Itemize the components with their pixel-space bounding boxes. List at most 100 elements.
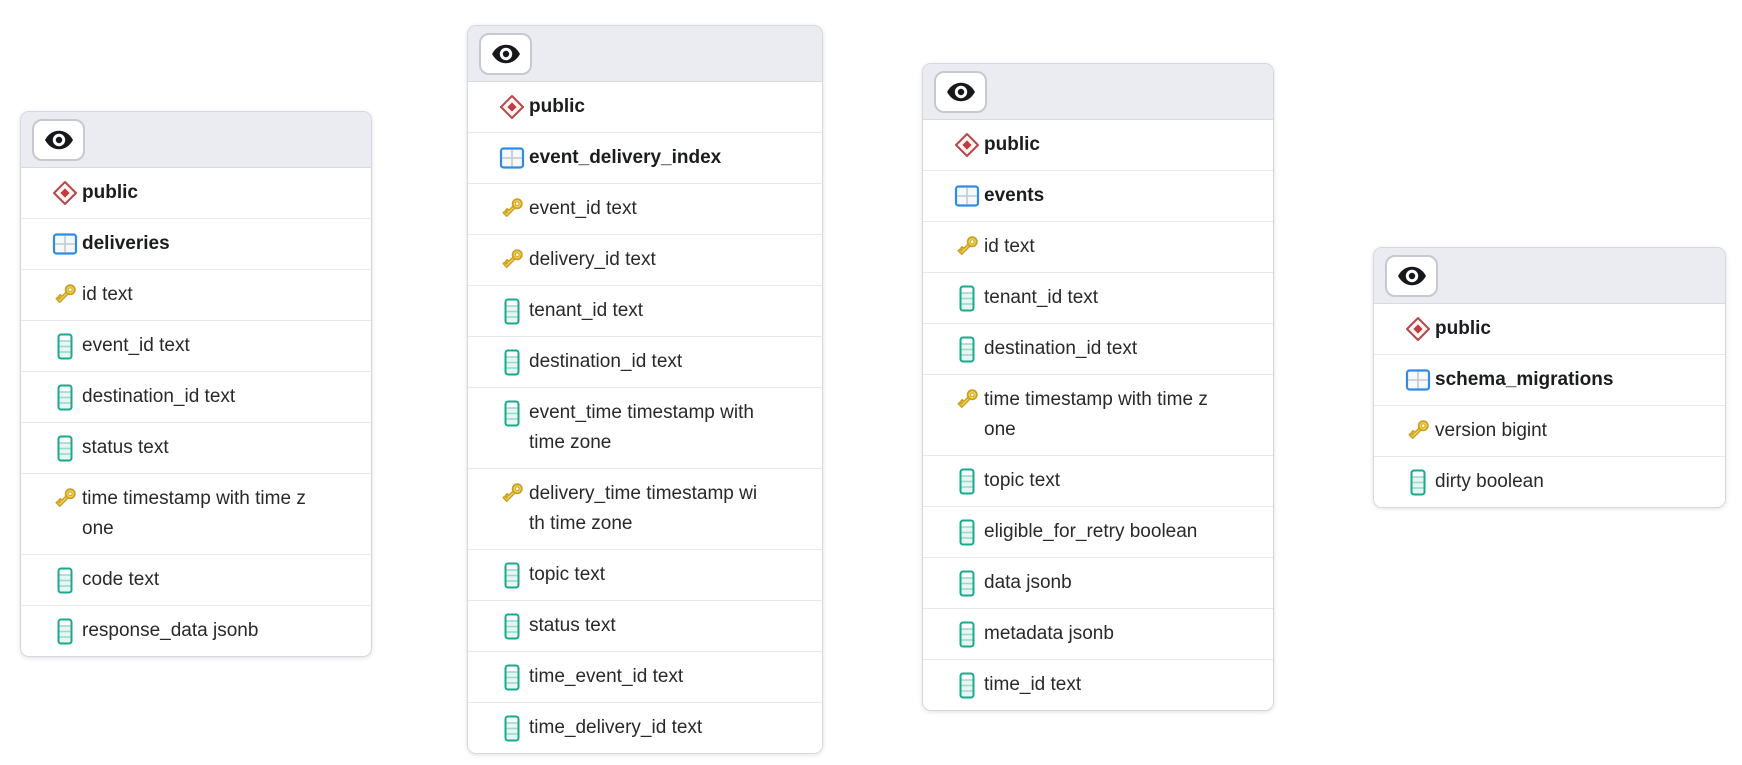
column-label: time_id text (984, 674, 1082, 695)
schema-row[interactable]: public (1374, 304, 1725, 354)
column-row[interactable]: destination_id text (21, 371, 371, 422)
column-icon (504, 562, 520, 588)
column-row[interactable]: event_id text (21, 320, 371, 371)
column-label: data jsonb (984, 572, 1072, 593)
column-row[interactable]: metadata jsonb (923, 608, 1273, 659)
column-icon (504, 400, 520, 426)
card-rows: public event_delivery_index (468, 82, 822, 753)
column-row[interactable]: time timestamp with time zone (21, 473, 371, 554)
column-row[interactable]: eligible_for_retry boolean (923, 506, 1273, 557)
table-name-row[interactable]: events (923, 170, 1273, 221)
eye-icon (44, 130, 73, 150)
column-icon (959, 468, 975, 494)
eye-icon (491, 44, 520, 64)
table-name-label: events (984, 185, 1045, 206)
column-icon (959, 285, 975, 311)
column-row[interactable]: destination_id text (923, 323, 1273, 374)
column-row[interactable]: response_data jsonb (21, 605, 371, 656)
column-icon (57, 435, 73, 461)
card-rows: public events (923, 120, 1273, 710)
key-icon (502, 483, 523, 502)
schema-label: public (82, 182, 138, 203)
column-row[interactable]: id text (923, 221, 1273, 272)
table-icon (499, 147, 525, 169)
table-name-label: schema_migrations (1435, 369, 1614, 390)
key-icon (1408, 420, 1429, 439)
schema-label: public (1435, 318, 1491, 339)
table-card-header (21, 112, 371, 168)
visibility-toggle-button[interactable] (32, 119, 85, 161)
schema-label: public (984, 134, 1040, 155)
column-row[interactable]: id text (21, 269, 371, 320)
column-icon (57, 567, 73, 593)
column-row[interactable]: dirty boolean (1374, 456, 1725, 507)
column-row[interactable]: tenant_id text (923, 272, 1273, 323)
column-label: topic text (529, 564, 606, 585)
schema-row[interactable]: public (21, 168, 371, 218)
column-row[interactable]: data jsonb (923, 557, 1273, 608)
table-card-deliveries[interactable]: public deliveries (20, 111, 372, 657)
table-name-label: event_delivery_index (529, 147, 722, 168)
column-row[interactable]: status text (21, 422, 371, 473)
key-icon (55, 284, 76, 303)
column-row[interactable]: code text (21, 554, 371, 605)
column-label: destination_id text (529, 351, 683, 372)
table-name-row[interactable]: schema_migrations (1374, 354, 1725, 405)
schema-diamond-icon (53, 181, 77, 205)
eye-icon (946, 82, 975, 102)
table-icon (52, 233, 78, 255)
key-icon (957, 236, 978, 255)
column-icon (959, 519, 975, 545)
schema-row[interactable]: public (468, 82, 822, 132)
column-icon (959, 621, 975, 647)
table-icon (1405, 369, 1431, 391)
column-label: eligible_for_retry boolean (984, 521, 1198, 542)
column-label: topic text (984, 470, 1061, 491)
table-name-row[interactable]: deliveries (21, 218, 371, 269)
column-label: destination_id text (984, 338, 1138, 359)
column-label: time timestamp with time zone (82, 488, 306, 539)
schema-diamond-icon (1406, 317, 1430, 341)
column-label: response_data jsonb (82, 620, 259, 641)
table-card-schema_migrations[interactable]: public schema_migrations (1373, 247, 1726, 508)
column-label: dirty boolean (1435, 471, 1544, 492)
column-label: id text (82, 284, 133, 305)
visibility-toggle-button[interactable] (479, 33, 532, 75)
column-label: time_delivery_id text (529, 717, 703, 738)
key-icon (502, 198, 523, 217)
column-icon (504, 613, 520, 639)
column-label: tenant_id text (529, 300, 644, 321)
column-row[interactable]: delivery_time timestamp with time zone (468, 468, 822, 549)
column-row[interactable]: tenant_id text (468, 285, 822, 336)
column-row[interactable]: version bigint (1374, 405, 1725, 456)
schema-row[interactable]: public (923, 120, 1273, 170)
visibility-toggle-button[interactable] (934, 71, 987, 113)
column-label: metadata jsonb (984, 623, 1114, 644)
table-name-row[interactable]: event_delivery_index (468, 132, 822, 183)
column-row[interactable]: event_time timestamp with time zone (468, 387, 822, 468)
table-card-header (923, 64, 1273, 120)
table-card-header (1374, 248, 1725, 304)
column-label: delivery_id text (529, 249, 656, 270)
column-row[interactable]: topic text (468, 549, 822, 600)
column-row[interactable]: destination_id text (468, 336, 822, 387)
column-row[interactable]: time_delivery_id text (468, 702, 822, 753)
column-label: delivery_time timestamp with time zone (529, 483, 758, 534)
column-label: status text (529, 615, 616, 636)
card-rows: public schema_migrations (1374, 304, 1725, 507)
column-row[interactable]: event_id text (468, 183, 822, 234)
key-icon (55, 488, 76, 507)
column-icon (504, 664, 520, 690)
table-card-events[interactable]: public events (922, 63, 1274, 711)
table-card-event_delivery_index[interactable]: public event_delivery_index (467, 25, 823, 754)
column-row[interactable]: delivery_id text (468, 234, 822, 285)
visibility-toggle-button[interactable] (1385, 255, 1438, 297)
column-row[interactable]: time_id text (923, 659, 1273, 710)
column-label: time_event_id text (529, 666, 684, 687)
column-icon (1410, 469, 1426, 495)
column-row[interactable]: topic text (923, 455, 1273, 506)
column-row[interactable]: time_event_id text (468, 651, 822, 702)
column-row[interactable]: status text (468, 600, 822, 651)
column-row[interactable]: time timestamp with time zone (923, 374, 1273, 455)
